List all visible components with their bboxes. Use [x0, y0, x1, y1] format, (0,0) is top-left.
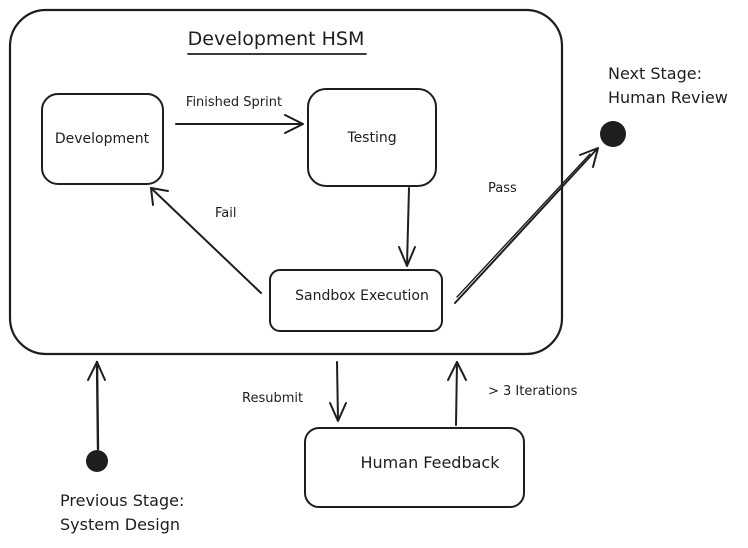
previous-stage-label-line1: Previous Stage:: [60, 491, 184, 510]
transition-label-fail: Fail: [215, 206, 236, 221]
arrow-start-to-hsm: [87, 360, 106, 451]
transition-label-resubmit: Resubmit: [242, 391, 303, 406]
transition-label-pass: Pass: [488, 181, 517, 196]
arrow-sandbox-to-development: [150, 187, 262, 294]
state-sandbox-execution-label: Sandbox Execution: [295, 288, 429, 304]
start-node: [86, 450, 108, 472]
next-stage-label-line1: Next Stage:: [608, 64, 702, 83]
previous-stage-label-line2: System Design: [60, 515, 180, 534]
state-development-label: Development: [55, 131, 150, 147]
arrow-development-to-testing: [175, 114, 304, 134]
state-human-feedback: [304, 427, 525, 508]
end-node: [600, 121, 626, 147]
state-testing: [307, 88, 437, 187]
arrow-sandbox-to-next-stage: [454, 147, 599, 304]
arrow-human-feedback-to-hsm: [447, 361, 467, 426]
state-development: [41, 93, 164, 185]
hsm-title: Development HSM: [188, 28, 365, 50]
transition-label-iterations: > 3 Iterations: [488, 384, 578, 399]
state-sandbox-execution: [269, 269, 443, 332]
state-testing-label: Testing: [346, 130, 396, 146]
hsm-container: [8, 8, 564, 356]
arrow-hsm-to-human-feedback: [329, 361, 347, 422]
transition-label-finished-sprint: Finished Sprint: [186, 95, 282, 110]
state-human-feedback-label: Human Feedback: [361, 453, 501, 472]
arrow-testing-to-sandbox: [398, 187, 416, 267]
next-stage-label-line2: Human Review: [608, 88, 728, 107]
